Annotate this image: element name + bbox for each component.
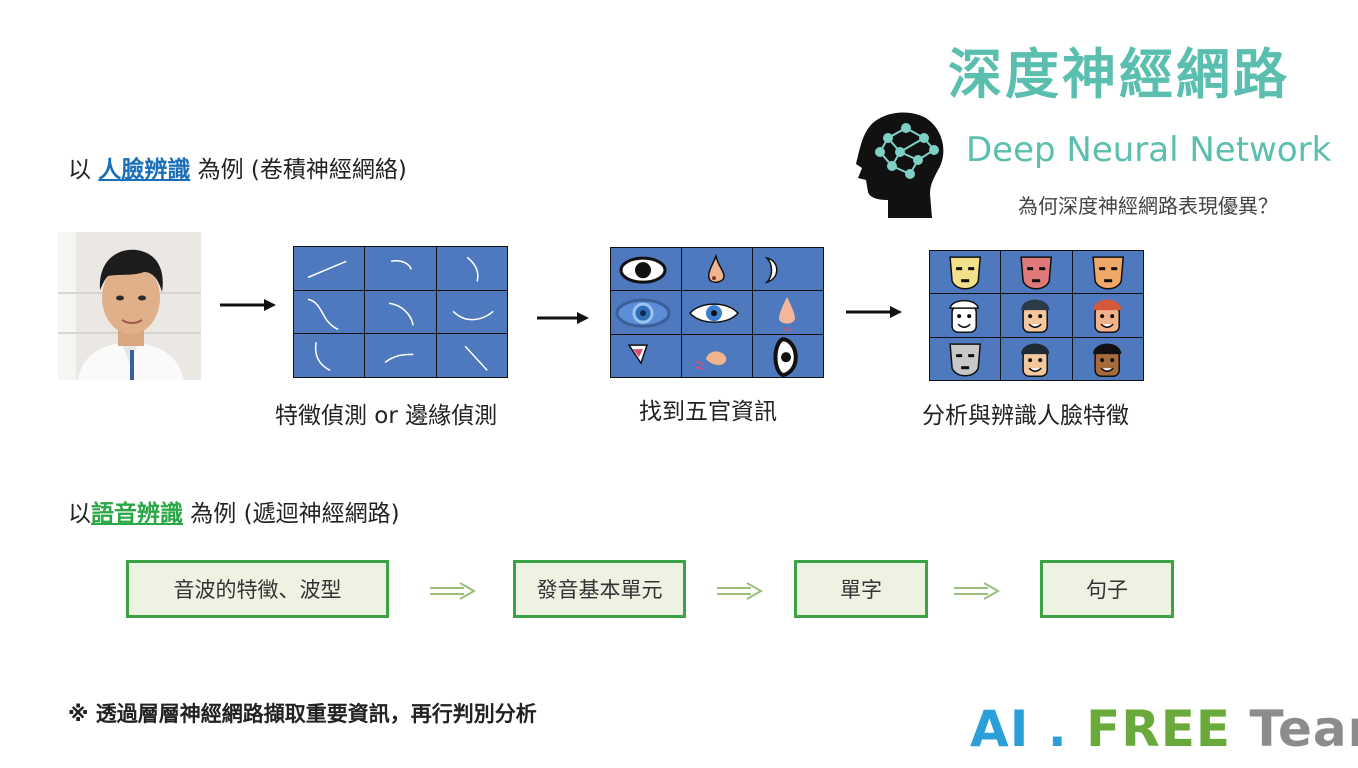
face-photo: [58, 232, 201, 380]
edge-cell: [294, 334, 365, 377]
voice-step-label: 發音基本單元: [536, 578, 663, 602]
nose-icon: [682, 248, 752, 291]
voice-step-box: 發音基本單元: [513, 560, 686, 618]
voice-step-box: 單字: [794, 560, 928, 618]
nose-icon: [682, 334, 752, 377]
voice-step-label: 單字: [840, 578, 882, 602]
mask-face-icon: [1001, 251, 1072, 294]
voice-section-heading: 以語音辨識 為例 (遞迴神經網路): [68, 494, 400, 528]
arrow-right-icon: [846, 306, 902, 318]
person-face-icon: [1001, 337, 1072, 380]
brand-dot: .: [1029, 700, 1087, 758]
double-arrow-icon: [430, 582, 477, 600]
edge-cell: [365, 334, 436, 377]
person-face-icon: [930, 294, 1001, 337]
arrow-right-icon: [537, 312, 589, 324]
caption-facial-features: 找到五官資訊: [639, 399, 777, 425]
double-arrow-icon: [954, 582, 1001, 600]
question-text: 為何深度神經網路表現優異？: [1018, 194, 1278, 218]
mouth-icon: [611, 334, 681, 377]
edge-cell: [436, 290, 507, 334]
face-keyword: 人臉辨識: [98, 157, 191, 183]
voice-step-box: 句子: [1040, 560, 1174, 618]
edge-cell: [365, 247, 436, 290]
person-face-icon: [1072, 294, 1143, 337]
brand-free: FREE: [1086, 700, 1232, 758]
edge-detection-grid: [293, 246, 508, 378]
voice-step-label: 音波的特徵、波型: [173, 578, 342, 602]
brain-head-icon: [848, 108, 948, 220]
double-arrow-icon: [717, 582, 764, 600]
arrow-right-icon: [220, 299, 276, 311]
mask-face-icon: [930, 337, 1001, 380]
edge-cell: [436, 334, 507, 377]
person-face-icon: [1072, 337, 1143, 380]
ear-icon: [753, 334, 823, 377]
eye-icon: [611, 291, 681, 334]
voice-prefix: 以: [68, 501, 91, 527]
edge-cell: [294, 290, 365, 334]
voice-suffix: 為例 (遞迴神經網路): [183, 501, 400, 527]
voice-step-label: 句子: [1086, 578, 1128, 602]
face-analysis-grid: [929, 250, 1144, 381]
caption-edge-detection: 特徵偵測 or 邊緣偵測: [275, 403, 498, 429]
voice-keyword: 語音辨識: [91, 501, 183, 527]
eye-icon: [611, 248, 681, 291]
brand-team: Team: [1249, 700, 1358, 758]
face-section-heading: 以 人臉辨識 為例 (卷積神經網絡): [68, 150, 407, 184]
subtitle: Deep Neural Network: [966, 130, 1332, 170]
edge-cell: [436, 247, 507, 290]
brand-logo: AI . FREE Team: [970, 700, 1358, 758]
edge-cell: [294, 247, 365, 290]
nose-icon: [753, 291, 823, 334]
ear-icon: [753, 248, 823, 291]
mask-face-icon: [930, 251, 1001, 294]
eye-icon: [682, 291, 752, 334]
page-title: 深度神經網路: [948, 43, 1290, 106]
face-prefix: 以: [68, 157, 99, 183]
mask-face-icon: [1072, 251, 1143, 294]
person-face-icon: [1001, 294, 1072, 337]
face-suffix: 為例 (卷積神經網絡): [190, 157, 407, 183]
caption-face-analysis: 分析與辨識人臉特徵: [922, 403, 1129, 429]
footer-note: ※ 透過層層神經網路擷取重要資訊，再行判別分析: [68, 702, 537, 726]
voice-step-box: 音波的特徵、波型: [126, 560, 389, 618]
brand-ai: AI: [970, 700, 1030, 758]
facial-features-grid: [610, 247, 824, 378]
edge-cell: [365, 290, 436, 334]
